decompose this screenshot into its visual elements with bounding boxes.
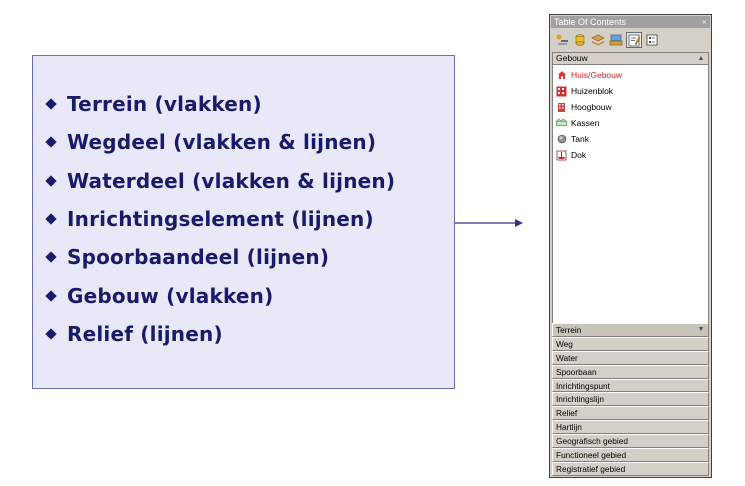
diamond-bullet-icon bbox=[45, 136, 57, 149]
list-by-selection-button[interactable] bbox=[608, 32, 624, 48]
group-bar-terrein[interactable]: Terrein ▼ bbox=[552, 323, 709, 337]
tab-view-button[interactable] bbox=[626, 32, 642, 48]
diamond-bullet-icon bbox=[45, 213, 57, 225]
greenhouse-icon bbox=[556, 118, 567, 129]
list-by-drawing-order-button[interactable] bbox=[554, 32, 570, 48]
close-button[interactable]: × bbox=[701, 17, 707, 27]
diamond-bullet-icon bbox=[45, 98, 57, 110]
toc-item-tank[interactable]: Tank bbox=[556, 132, 589, 146]
list-by-visibility-button[interactable] bbox=[590, 32, 606, 48]
toc-item-hoogbouw[interactable]: Hoogbouw bbox=[556, 100, 612, 114]
toc-toolbar bbox=[552, 30, 709, 50]
database-icon bbox=[575, 34, 585, 46]
diamond-bullet-icon bbox=[45, 328, 57, 340]
group-bar-inrichtingspunt[interactable]: Inrichtingspunt bbox=[552, 378, 709, 393]
edit-document-icon bbox=[628, 34, 640, 46]
expand-down-icon[interactable]: ▼ bbox=[697, 326, 705, 333]
options-list-icon bbox=[646, 34, 658, 46]
layer-item-relief: Relief (lijnen) bbox=[45, 315, 395, 353]
group-stack: Terrein ▼ Weg Water Spoorbaan Inrichting… bbox=[552, 323, 709, 476]
layer-item-spoorbaandeel: Spoorbaandeel (lijnen) bbox=[45, 238, 395, 276]
group-bar-registratief-gebied[interactable]: Registratief gebied bbox=[552, 461, 709, 476]
group-bar-water[interactable]: Water bbox=[552, 350, 709, 365]
highrise-icon bbox=[556, 102, 567, 113]
dock-icon bbox=[556, 150, 567, 161]
group-bar-weg[interactable]: Weg bbox=[552, 336, 709, 351]
diamond-bullet-icon bbox=[45, 175, 57, 187]
layer-item-waterdeel: Waterdeel (vlakken & lijnen) bbox=[45, 162, 395, 200]
table-of-contents-window: Table Of Contents × bbox=[549, 14, 712, 478]
tank-icon bbox=[556, 134, 567, 145]
group-bar-inrichtingslijn[interactable]: Inrichtingslijn bbox=[552, 392, 709, 407]
window-titlebar: Table Of Contents × bbox=[551, 16, 710, 28]
arrow-right-icon bbox=[455, 219, 523, 227]
diamond-bullet-icon bbox=[45, 289, 57, 302]
window-title: Table Of Contents bbox=[554, 17, 627, 27]
layer-item-wegdeel: Wegdeel (vlakken & lijnen) bbox=[45, 123, 395, 161]
collapse-up-icon[interactable]: ▲ bbox=[697, 55, 705, 62]
layer-list-panel: Terrein (vlakken) Wegdeel (vlakken & lij… bbox=[32, 55, 455, 389]
house-icon bbox=[556, 70, 567, 81]
layers-tools-icon bbox=[556, 34, 568, 45]
layer-selection-icon bbox=[609, 34, 623, 46]
group-bar-hartlijn[interactable]: Hartlijn bbox=[552, 420, 709, 435]
layer-stack-icon bbox=[591, 34, 605, 46]
building-block-icon bbox=[556, 86, 567, 97]
toc-item-dok[interactable]: Dok bbox=[556, 148, 586, 162]
toc-item-huizenblok[interactable]: Huizenblok bbox=[556, 84, 613, 98]
layer-item-gebouw: Gebouw (vlakken) bbox=[45, 276, 395, 314]
layer-item-terrein: Terrein (vlakken) bbox=[45, 85, 395, 123]
group-bar-spoorbaan[interactable]: Spoorbaan bbox=[552, 364, 709, 379]
layer-item-pane: Huis/Gebouw Huizenblok Hoogbouw Kassen T… bbox=[552, 65, 709, 335]
options-button[interactable] bbox=[644, 32, 660, 48]
active-group-header[interactable]: Gebouw ▲ bbox=[552, 52, 709, 65]
group-bar-functioneel-gebied[interactable]: Functioneel gebied bbox=[552, 448, 709, 462]
active-group-label: Gebouw bbox=[556, 53, 588, 63]
diamond-bullet-icon bbox=[45, 251, 57, 263]
layer-list: Terrein (vlakken) Wegdeel (vlakken & lij… bbox=[45, 85, 395, 353]
layer-item-inrichtingselement: Inrichtingselement (lijnen) bbox=[45, 200, 395, 238]
toc-item-huis-gebouw[interactable]: Huis/Gebouw bbox=[556, 68, 622, 82]
toc-item-kassen[interactable]: Kassen bbox=[556, 116, 599, 130]
group-bar-relief[interactable]: Relief bbox=[552, 406, 709, 421]
group-bar-geografisch-gebied[interactable]: Geografisch gebied bbox=[552, 434, 709, 449]
list-by-source-button[interactable] bbox=[572, 32, 588, 48]
